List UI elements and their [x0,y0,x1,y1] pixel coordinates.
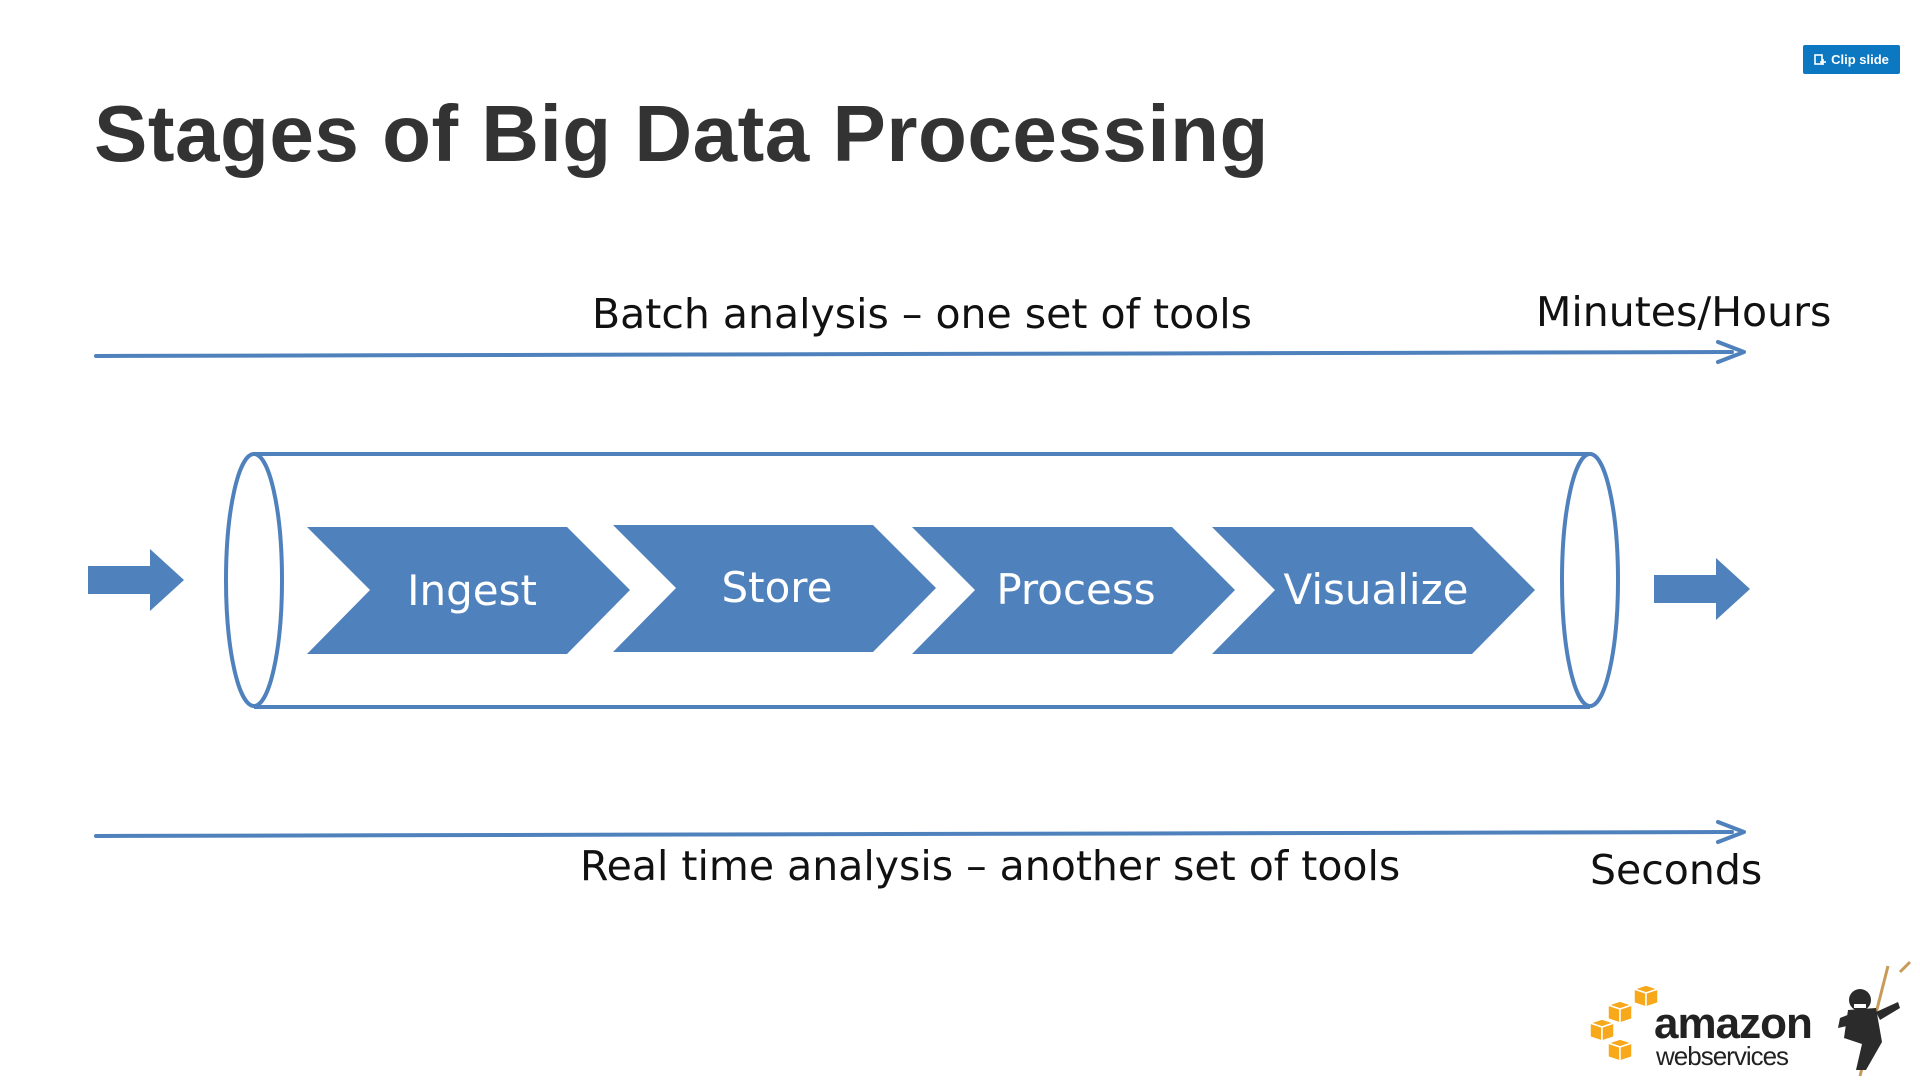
stage-chevron: Store [613,525,936,652]
batch-timeline-line [94,350,1734,358]
clip-icon [1814,53,1827,65]
stage-chevron: Ingest [307,527,630,654]
aws-logo-subtext: webservices [1656,1041,1789,1071]
stage-label-process: Process [996,565,1155,614]
slide-title: Stages of Big Data Processing [94,89,1269,178]
realtime-duration-label: Seconds [1590,846,1762,894]
ninja-mascot-icon [1838,960,1912,1077]
tube-right-opening [1560,452,1620,708]
stage-label-store: Store [721,563,832,612]
aws-logo-wordmark: amazon [1654,999,1813,1048]
stage-label-ingest: Ingest [407,566,537,615]
clip-slide-button[interactable]: Clip slide [1803,45,1900,74]
output-arrow-icon [1654,558,1750,620]
stage-label-visualize: Visualize [1284,565,1469,614]
clip-slide-label: Clip slide [1831,52,1889,67]
realtime-timeline-line [94,830,1734,838]
input-arrow-icon [88,549,184,611]
batch-analysis-label: Batch analysis – one set of tools [592,290,1252,338]
stage-chevron: Process [912,527,1235,654]
aws-cubes-icon [1588,985,1661,1063]
pipeline-tube [224,452,1620,709]
tube-left-opening [224,452,284,708]
stage-chevron: Visualize [1212,527,1535,654]
realtime-timeline-arrowhead [1716,820,1746,844]
realtime-analysis-label: Real time analysis – another set of tool… [580,842,1400,890]
batch-duration-label: Minutes/Hours [1536,288,1831,336]
batch-timeline-arrowhead [1716,340,1746,364]
